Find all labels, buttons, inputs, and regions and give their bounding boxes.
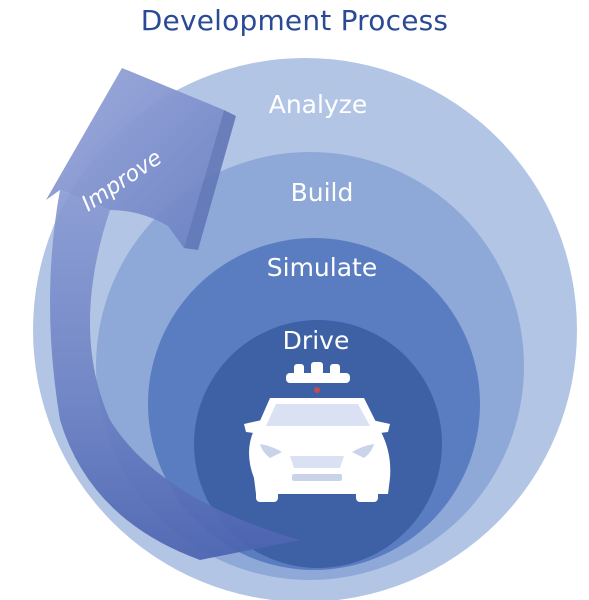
- drive-label: Drive: [283, 326, 350, 355]
- autonomous-car-icon: [244, 362, 391, 502]
- analyze-label: Analyze: [269, 90, 368, 119]
- diagram-title: Development Process: [140, 4, 449, 37]
- build-label: Build: [291, 178, 354, 207]
- improve-arrow: Improve: [46, 68, 300, 560]
- simulate-label: Simulate: [267, 253, 377, 282]
